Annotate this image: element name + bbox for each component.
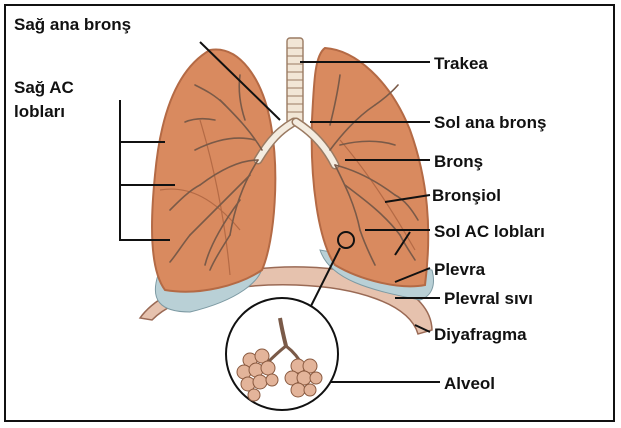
label-sag-ac-line2: lobları (14, 102, 65, 121)
right-lung (152, 50, 275, 292)
label-alveol: Alveol (444, 374, 495, 393)
left-lung (312, 48, 429, 286)
label-bronsiol: Bronşiol (432, 186, 501, 205)
label-trakea: Trakea (434, 54, 488, 73)
label-diyafragma: Diyafragma (434, 325, 527, 344)
label-plevral-sivi: Plevral sıvı (444, 289, 533, 308)
label-sol-ac-loblari: Sol AC lobları (434, 222, 545, 241)
label-bronș: Bronş (434, 152, 483, 171)
alveoli-inset (226, 298, 338, 410)
label-sol-ana-bronș: Sol ana bronş (434, 113, 546, 132)
label-sag-ac-line1: Sağ AC (14, 78, 74, 97)
label-sag-ana-bronș: Sağ ana bronş (14, 15, 131, 34)
trachea (287, 38, 303, 124)
label-plevra: Plevra (434, 260, 486, 279)
